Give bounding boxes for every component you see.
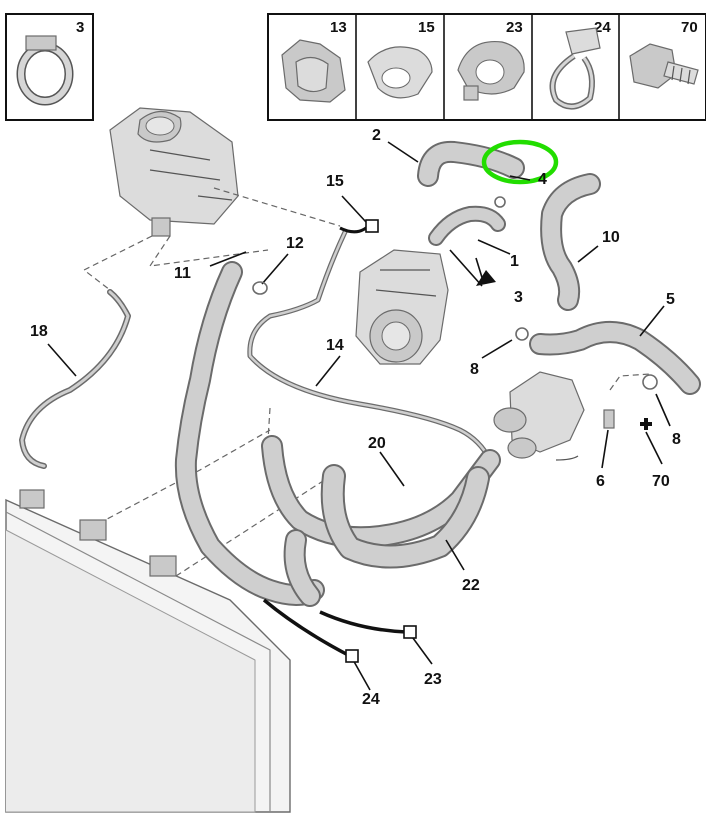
callout-18: 18 [30,323,48,340]
strap-24 [262,598,351,658]
hose-clamp-icon [16,35,74,106]
box-number-3: 3 [76,19,84,36]
callout-6: 6 [596,473,605,490]
retaining-clip-icon [457,40,525,101]
callout-12: 12 [286,235,304,252]
hose-11 [174,261,325,606]
radiator [5,489,291,813]
hose-2 [417,140,525,187]
hose-1 [428,205,506,246]
strap-23 [319,610,407,634]
callout-70: 70 [652,473,670,490]
hex-bolt-icon [629,43,699,89]
expansion-tank [109,107,239,237]
pipe-clip-icon [281,39,346,103]
callout-3: 3 [514,289,523,306]
pipe-clip-open-icon [367,46,433,99]
callout-22: 22 [462,577,480,594]
box-number-13: 13 [330,19,347,36]
parts-box-3: 3 [5,13,94,121]
dash-tank-hose18 [82,235,153,291]
highlight-circle [481,139,559,185]
bolt-70-marker [640,418,652,430]
box-number-24: 24 [594,19,611,36]
callout-23: 23 [424,671,442,688]
callout-24: 24 [362,691,380,708]
o-ring-4 [494,196,506,208]
callout-5: 5 [666,291,675,308]
hose-10 [540,173,601,311]
callout-20: 20 [368,435,386,452]
marker-24 [345,649,359,663]
hose-5 [515,321,701,395]
pipe-18 [19,289,131,469]
dash-8-right [609,373,651,391]
callout-8b: 8 [672,431,681,448]
marker-23 [403,625,417,639]
dash-14 [267,407,271,441]
o-ring-8b [642,374,658,390]
egr-cooler-module [355,249,449,365]
cable-tie-clip-icon [549,27,601,110]
box-number-70: 70 [681,19,698,36]
callout-15: 15 [326,173,344,190]
dash-tank-15 [213,187,341,227]
callout-1: 1 [510,253,519,270]
callout-2: 2 [372,127,381,144]
callout-11: 11 [174,265,191,282]
parts-box-group: 13 15 23 24 70 [267,13,706,121]
marker-15 [365,219,379,233]
callout-8a: 8 [470,361,479,378]
dash-tank-11 [148,235,269,267]
box-number-15: 15 [418,19,435,36]
callout-10: 10 [602,229,620,246]
dash-radiator-a [89,429,271,529]
o-ring-12 [252,281,268,295]
o-ring-8a [515,327,529,341]
hose-22 [283,464,490,607]
sensor-6 [603,409,615,429]
leader-lines [47,141,671,691]
thermostat-housing [493,371,652,461]
callout-14: 14 [326,337,344,354]
callout-4: 4 [538,171,547,188]
pipe-14 [247,229,493,463]
dash-radiator-b [175,469,341,577]
box-number-23: 23 [506,19,523,36]
